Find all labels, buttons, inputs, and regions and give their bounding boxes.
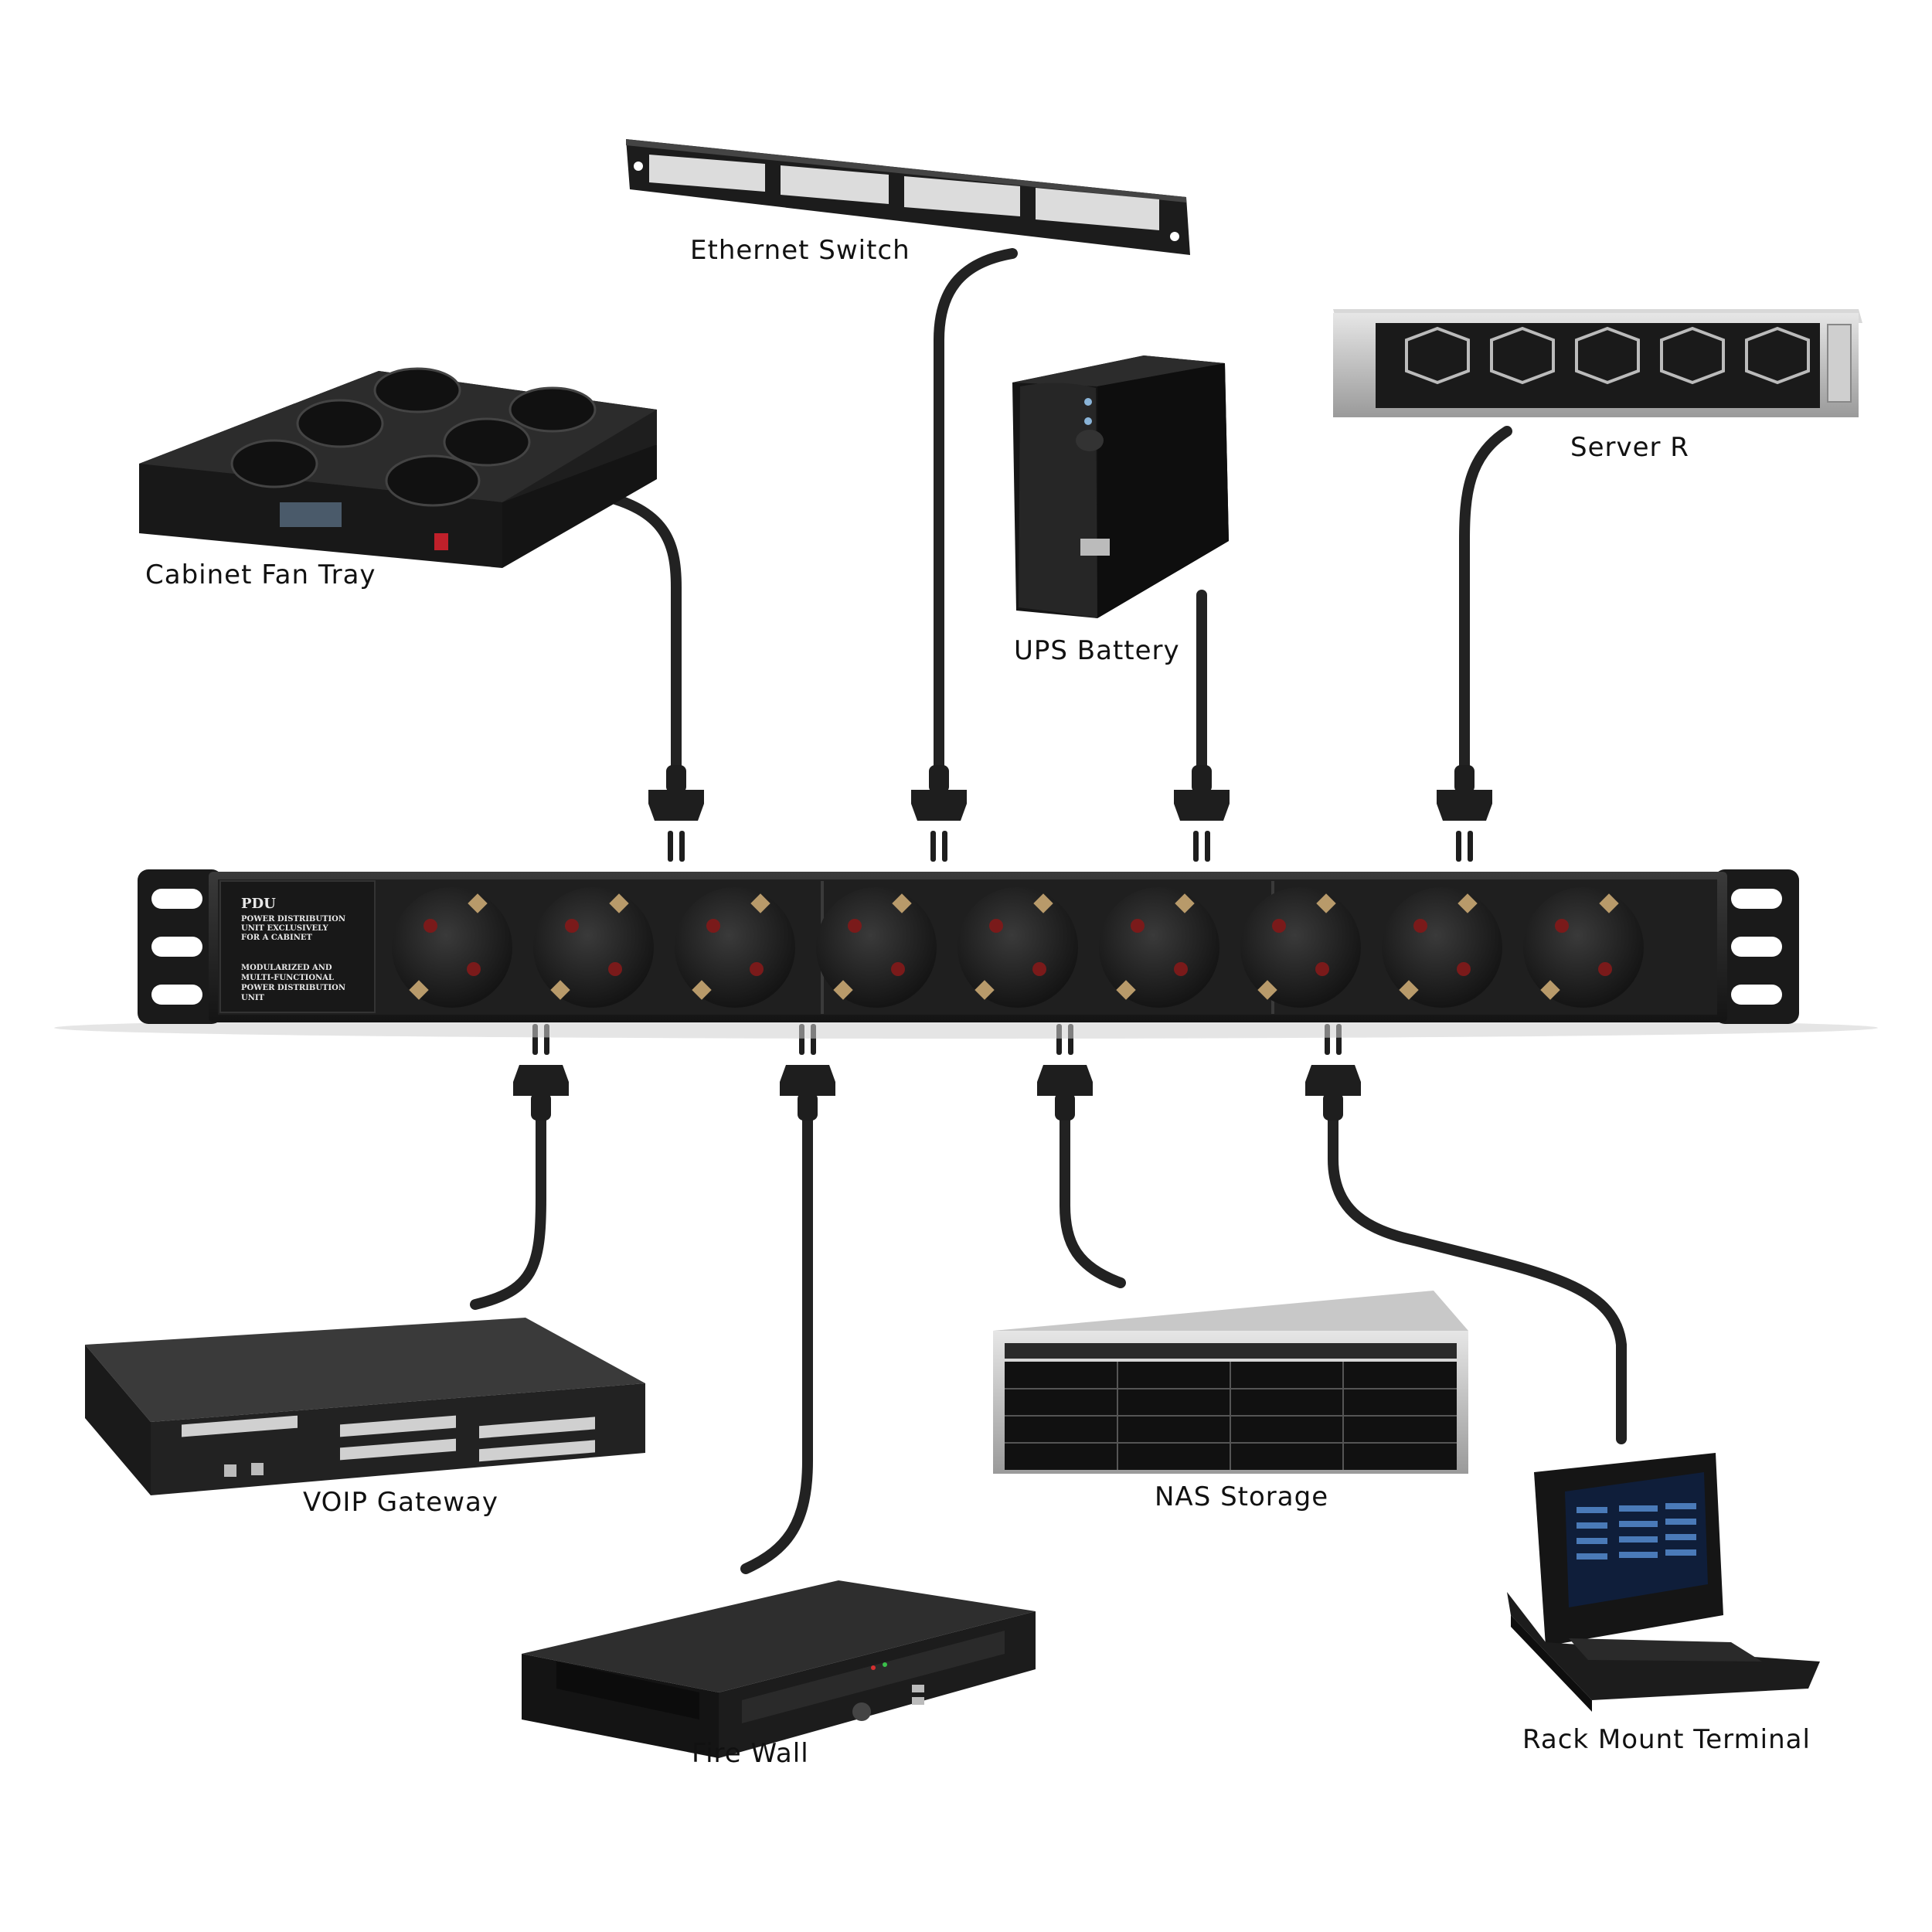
pdu-socket bbox=[533, 887, 654, 1008]
label-fire-wall: Fire Wall bbox=[692, 1738, 809, 1769]
pdu-rack-ear-left bbox=[138, 869, 223, 1024]
label-ethernet-switch: Ethernet Switch bbox=[690, 235, 910, 266]
server-icon bbox=[1333, 309, 1862, 417]
pdu-socket bbox=[675, 887, 795, 1008]
fan-tray-icon bbox=[139, 367, 657, 568]
plug-icon bbox=[513, 1024, 569, 1121]
pdu-desc-line-5: MULTI-FUNCTIONAL bbox=[241, 974, 334, 982]
pdu-socket bbox=[957, 887, 1078, 1008]
pdu-name: PDU bbox=[241, 896, 276, 912]
label-voip-gateway: VOIP Gateway bbox=[303, 1487, 498, 1518]
pdu-unit: PDU POWER DISTRIBUTION UNIT EXCLUSIVELY … bbox=[54, 869, 1878, 1039]
plug-icon bbox=[648, 765, 704, 862]
label-rack-mount-terminal: Rack Mount Terminal bbox=[1522, 1724, 1811, 1755]
gateway-icon bbox=[85, 1318, 645, 1495]
ups-icon bbox=[1012, 355, 1229, 618]
pdu-desc-line-2: UNIT EXCLUSIVELY bbox=[241, 924, 329, 933]
pdu-desc-line-7: UNIT bbox=[241, 994, 265, 1002]
cables bbox=[470, 248, 1627, 1574]
cable-fire-wall bbox=[740, 1092, 813, 1574]
pdu-socket bbox=[1382, 887, 1502, 1008]
firewall-icon bbox=[522, 1580, 1036, 1758]
pdu-socket bbox=[392, 887, 512, 1008]
plug-icon bbox=[1174, 765, 1230, 862]
plug-icon bbox=[911, 765, 967, 862]
device-labels: Cabinet Fan Tray Ethernet Switch UPS Bat… bbox=[145, 235, 1811, 1769]
pdu-socket bbox=[1240, 887, 1361, 1008]
pdu-desc-line-4: MODULARIZED AND bbox=[241, 964, 332, 972]
pdu-desc-line-6: POWER DISTRIBUTION bbox=[241, 984, 345, 992]
cable-server-r bbox=[1459, 426, 1512, 786]
nas-icon bbox=[993, 1291, 1468, 1474]
plug-icon bbox=[1437, 765, 1492, 862]
pdu-socket bbox=[1523, 887, 1644, 1008]
cable-ethernet-switch bbox=[934, 248, 1018, 786]
cable-fan-tray bbox=[594, 489, 682, 778]
cable-rack-terminal bbox=[1328, 1100, 1627, 1444]
kvm-terminal-icon bbox=[1507, 1453, 1820, 1712]
pdu-socket bbox=[1099, 887, 1219, 1008]
cable-nas-storage bbox=[1060, 1100, 1126, 1288]
pdu-socket bbox=[816, 887, 937, 1008]
label-nas-storage: NAS Storage bbox=[1155, 1481, 1328, 1512]
label-ups-battery: UPS Battery bbox=[1014, 635, 1180, 666]
pdu-desc-line-1: POWER DISTRIBUTION bbox=[241, 915, 345, 923]
pdu-rack-ear-right bbox=[1714, 869, 1799, 1024]
label-cabinet-fan-tray: Cabinet Fan Tray bbox=[145, 560, 376, 590]
plug-icon bbox=[1305, 1024, 1361, 1121]
pdu-desc-line-3: FOR A CABINET bbox=[241, 934, 312, 942]
cable-voip-gateway bbox=[470, 1100, 546, 1310]
patch-panel-icon bbox=[626, 139, 1190, 255]
label-server-r: Server R bbox=[1570, 432, 1689, 463]
pdu-sockets bbox=[392, 887, 1644, 1008]
